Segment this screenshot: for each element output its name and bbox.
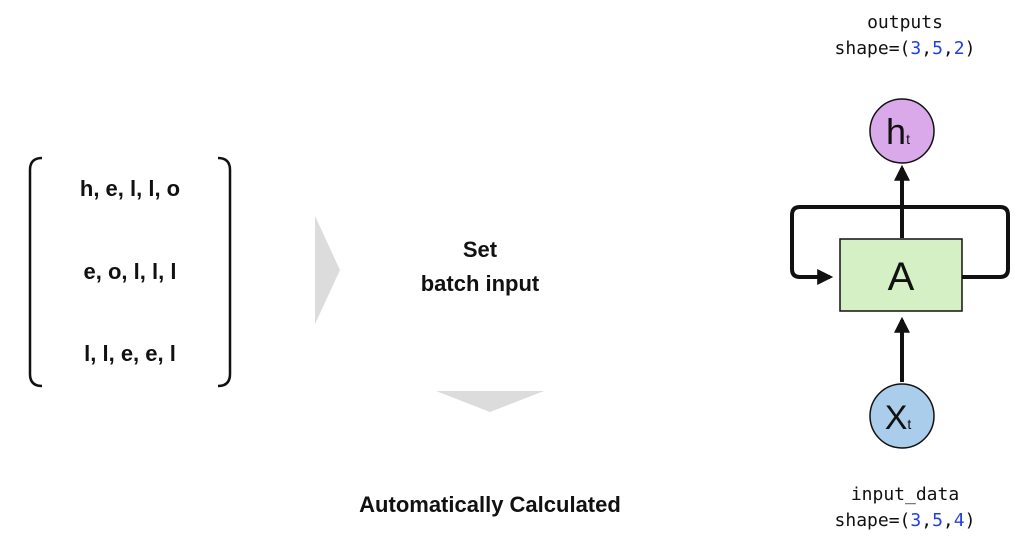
right-arrow-shape <box>315 216 340 324</box>
input-node-label: Xt <box>885 399 912 437</box>
outputs-shape: shape=(3,5,2) <box>834 38 976 59</box>
matrix-row-2: e, o, l, l, l <box>83 259 177 284</box>
matrix-row-3: l, l, e, e, l <box>84 341 176 366</box>
outputs-shape-suffix: ) <box>964 38 976 59</box>
cell-label: A <box>888 255 915 299</box>
input-data-shape: shape=(3,5,4) <box>834 510 976 531</box>
matrix-row-1: h, e, l, l, o <box>79 176 181 201</box>
center-label-line2: batch input <box>420 271 540 296</box>
input-data-name: input_data <box>850 484 960 505</box>
right-bracket <box>217 156 232 388</box>
output-node-sub: t <box>906 131 910 147</box>
rnn-cell-diagram: A ht Xt <box>790 98 1010 449</box>
automatically-calculated-label: Automatically Calculated <box>359 492 621 517</box>
input-node-main: X <box>885 399 908 437</box>
left-bracket <box>28 156 43 388</box>
outputs-dim-1: 3 <box>910 38 922 59</box>
input-data-shape-prefix: shape=( <box>834 510 911 531</box>
input-data-dim-3: 4 <box>953 510 965 531</box>
matrix-brackets <box>28 156 232 388</box>
input-data-shape-suffix: ) <box>964 510 976 531</box>
input-node <box>869 383 935 449</box>
down-arrow-shape <box>436 391 544 412</box>
outputs-dim-3: 2 <box>953 38 965 59</box>
output-node-label: ht <box>886 111 910 152</box>
input-node-sub: t <box>907 416 911 432</box>
cell-box <box>839 238 963 312</box>
set-batch-input-label: Set batch input <box>380 233 580 301</box>
outputs-annotation: outputs shape=(3,5,2) <box>800 10 1010 62</box>
input-data-annotation: input_data shape=(3,5,4) <box>800 482 1010 534</box>
input-data-dim-1: 3 <box>910 510 922 531</box>
input-data-dim-2: 5 <box>932 510 943 531</box>
outputs-dim-2: 5 <box>932 38 943 59</box>
outputs-name: outputs <box>867 12 943 33</box>
outputs-shape-prefix: shape=( <box>834 38 911 59</box>
center-label-line1: Set <box>462 237 498 262</box>
output-node <box>869 98 935 164</box>
output-node-main: h <box>886 111 906 152</box>
